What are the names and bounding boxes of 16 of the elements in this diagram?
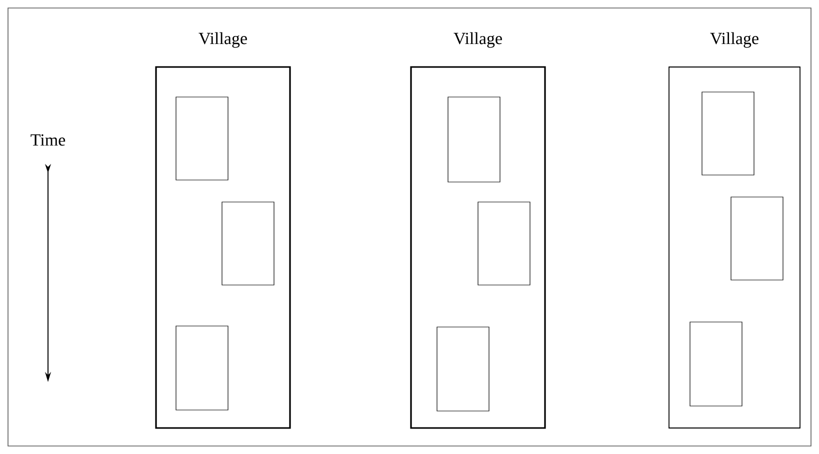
empty-box — [176, 326, 228, 410]
empty-box — [222, 202, 274, 286]
empty-box — [730, 196, 784, 280]
empty-box — [478, 202, 530, 286]
village-box: Village — [668, 32, 800, 428]
node-label: Village — [198, 32, 247, 48]
empty-box — [702, 92, 754, 176]
village-box: Village — [155, 32, 291, 429]
empty-box — [448, 96, 500, 182]
node-label: Village — [454, 32, 502, 48]
node-label: Village — [710, 32, 758, 48]
axis-label: Time — [30, 134, 66, 146]
empty-box — [436, 326, 490, 412]
village-box: Village — [410, 32, 546, 429]
empty-box — [690, 322, 742, 406]
empty-box — [176, 96, 228, 180]
